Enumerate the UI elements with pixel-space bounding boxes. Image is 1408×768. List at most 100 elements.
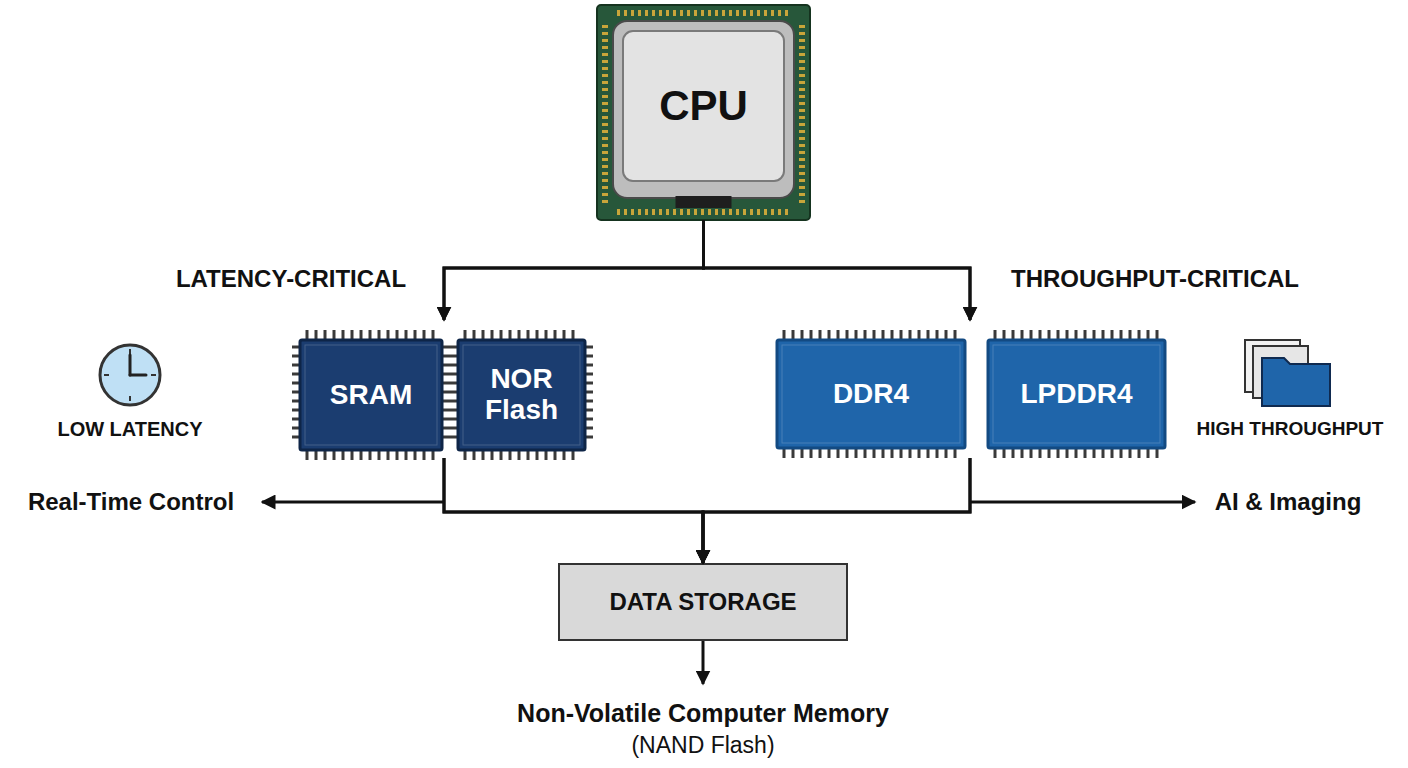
heat-spreader-face [623, 31, 784, 181]
memory-chip: DDR4 [769, 320, 970, 458]
cpu-pad [799, 25, 805, 28]
memory-chip: LPDDR4 [970, 320, 1173, 458]
cpu-pad [708, 209, 711, 215]
connector-arrow [444, 220, 704, 320]
cpu-pad [631, 209, 634, 215]
connector-arrow [703, 458, 970, 563]
cpu-pad [602, 102, 608, 105]
memory-chip: SRAM [292, 320, 444, 458]
cpu-pad [680, 209, 683, 215]
cpu-pad [799, 95, 805, 98]
connector-arrow [444, 220, 704, 320]
cpu-pad [645, 10, 648, 16]
storage-type-label: (NAND Flash) [631, 732, 774, 759]
connector-arrow [444, 458, 703, 563]
cpu-pad [729, 209, 732, 215]
cpu-pad [687, 10, 690, 16]
cpu-pad [673, 10, 676, 16]
clock-face [100, 345, 160, 405]
cpu-pad [771, 10, 774, 16]
storage-type-label: Non-Volatile Computer Memory [517, 699, 889, 728]
cpu-pad [602, 137, 608, 140]
cpu-pad [659, 209, 662, 215]
cpu-pad [673, 209, 676, 215]
cpu-pad [799, 165, 805, 168]
cpu-pad [799, 46, 805, 49]
cpu-pad [602, 193, 608, 196]
connector-arrow [703, 458, 970, 563]
cpu-pad [602, 67, 608, 70]
cpu-pad [624, 10, 627, 16]
cpu-pad [602, 88, 608, 91]
cpu-pad [694, 10, 697, 16]
cpu-substrate [597, 5, 810, 220]
cpu-pad [602, 25, 608, 28]
cpu-pad [602, 32, 608, 35]
cpu-pad [638, 10, 641, 16]
node-label: NOR Flash [464, 364, 579, 426]
cpu-pad [722, 209, 725, 215]
cpu-pad [799, 39, 805, 42]
cpu-pad [715, 10, 718, 16]
cpu-pad [701, 10, 704, 16]
storage-box-outline [559, 564, 847, 640]
cpu-pad [785, 209, 788, 215]
cpu-pad [602, 95, 608, 98]
cpu-pad [799, 144, 805, 147]
cpu-pad [799, 130, 805, 133]
group-heading: LATENCY-CRITICAL [176, 265, 406, 293]
cpu-pad [799, 137, 805, 140]
node-label: LPDDR4 [1020, 379, 1132, 410]
cpu-notch [676, 196, 732, 208]
leader-arrow [970, 501, 1195, 504]
cpu-pad [799, 116, 805, 119]
cpu-pad [778, 10, 781, 16]
cpu-pad [602, 172, 608, 175]
cpu-pad [799, 67, 805, 70]
chip-bevel [993, 345, 1160, 443]
cpu-pad [652, 209, 655, 215]
cpu-pad [602, 158, 608, 161]
leader-arrow [262, 501, 444, 504]
node-text-area: SRAM [300, 340, 442, 450]
leader-arrow [702, 641, 705, 684]
chip-bevel [782, 345, 960, 443]
cpu-pad [729, 10, 732, 16]
cpu-chip: CPU [597, 5, 810, 220]
cpu-pad [799, 60, 805, 63]
cpu-pad [638, 209, 641, 215]
node-text-area: NOR Flash [458, 340, 585, 450]
folder-shape [1262, 358, 1330, 406]
clock-hand [130, 374, 146, 377]
cpu-pad [602, 186, 608, 189]
node-label: DATA STORAGE [609, 589, 796, 615]
cpu-pad [799, 193, 805, 196]
clock-tick [151, 374, 156, 376]
group-heading: THROUGHPUT-CRITICAL [1011, 265, 1299, 293]
cpu-pad [778, 209, 781, 215]
cpu-pad [652, 10, 655, 16]
cpu-pad [743, 209, 746, 215]
cpu-pad [799, 32, 805, 35]
clock-hand [129, 355, 132, 375]
cpu-pad [602, 123, 608, 126]
cpu-pad [602, 151, 608, 154]
icon-caption: LOW LATENCY [57, 418, 202, 441]
cpu-pad [743, 10, 746, 16]
storage-box: DATA STORAGE [558, 563, 848, 641]
cpu-pad [799, 123, 805, 126]
clock-tick [129, 396, 131, 401]
node-label: CPU [659, 83, 748, 129]
cpu-pad [799, 200, 805, 203]
application-label: Real-Time Control [28, 488, 234, 516]
cpu-pad [602, 109, 608, 112]
cpu-pad [602, 74, 608, 77]
cpu-pad [645, 209, 648, 215]
cpu-pad [666, 209, 669, 215]
chip-body [458, 340, 585, 450]
cpu-pad [722, 10, 725, 16]
cpu-pad [750, 10, 753, 16]
cpu-pad [602, 165, 608, 168]
node-text-area: LPDDR4 [988, 340, 1165, 448]
cpu-pad [687, 209, 690, 215]
